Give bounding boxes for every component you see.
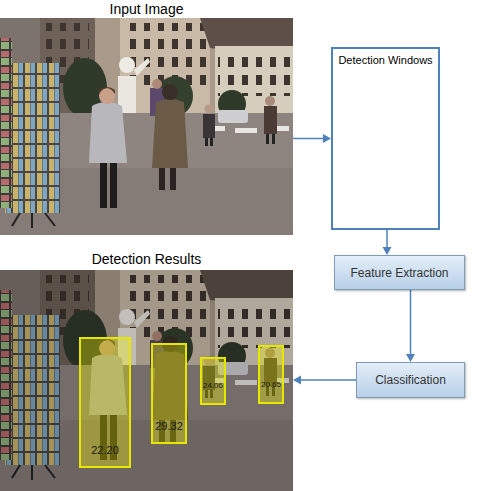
process-box: Feature Extraction (334, 255, 465, 290)
arrow-line (410, 290, 412, 354)
input-image-panel: Input Image (0, 0, 293, 235)
input-photo (0, 18, 293, 235)
arrow-line (293, 138, 323, 140)
detection-box: 29.32 (151, 343, 187, 444)
score-label: 29.32 (155, 421, 183, 442)
results-panel: Detection Results 22.20 29.32 24.06 20.65 (0, 250, 293, 491)
flow-arrow (383, 230, 392, 255)
detection-box: 20.65 (258, 345, 284, 404)
detection-box: 24.06 (200, 357, 226, 405)
process-box: Classification (356, 362, 465, 398)
panel-heading: Input Image (0, 0, 293, 18)
arrow-line (386, 230, 388, 247)
panel-heading: Detection Results (0, 250, 293, 268)
box-label: Classification (375, 373, 446, 387)
flow-arrow (293, 134, 331, 143)
score-label: 20.65 (261, 381, 281, 402)
box-label: Feature Extraction (350, 266, 448, 280)
arrow-head (406, 354, 415, 362)
detection-box: 22.20 (79, 337, 131, 468)
result-photo (0, 270, 293, 491)
arrow-line (301, 379, 356, 381)
score-label: 22.20 (91, 445, 119, 466)
box-label: Detection Windows (333, 49, 438, 67)
flow-arrow (406, 290, 415, 362)
arrow-head (383, 247, 392, 255)
flow-arrow (293, 376, 356, 385)
arrow-head (293, 376, 301, 385)
arrow-head (323, 134, 331, 143)
score-label: 24.06 (203, 382, 223, 403)
windows-box: Detection Windows (331, 47, 440, 230)
